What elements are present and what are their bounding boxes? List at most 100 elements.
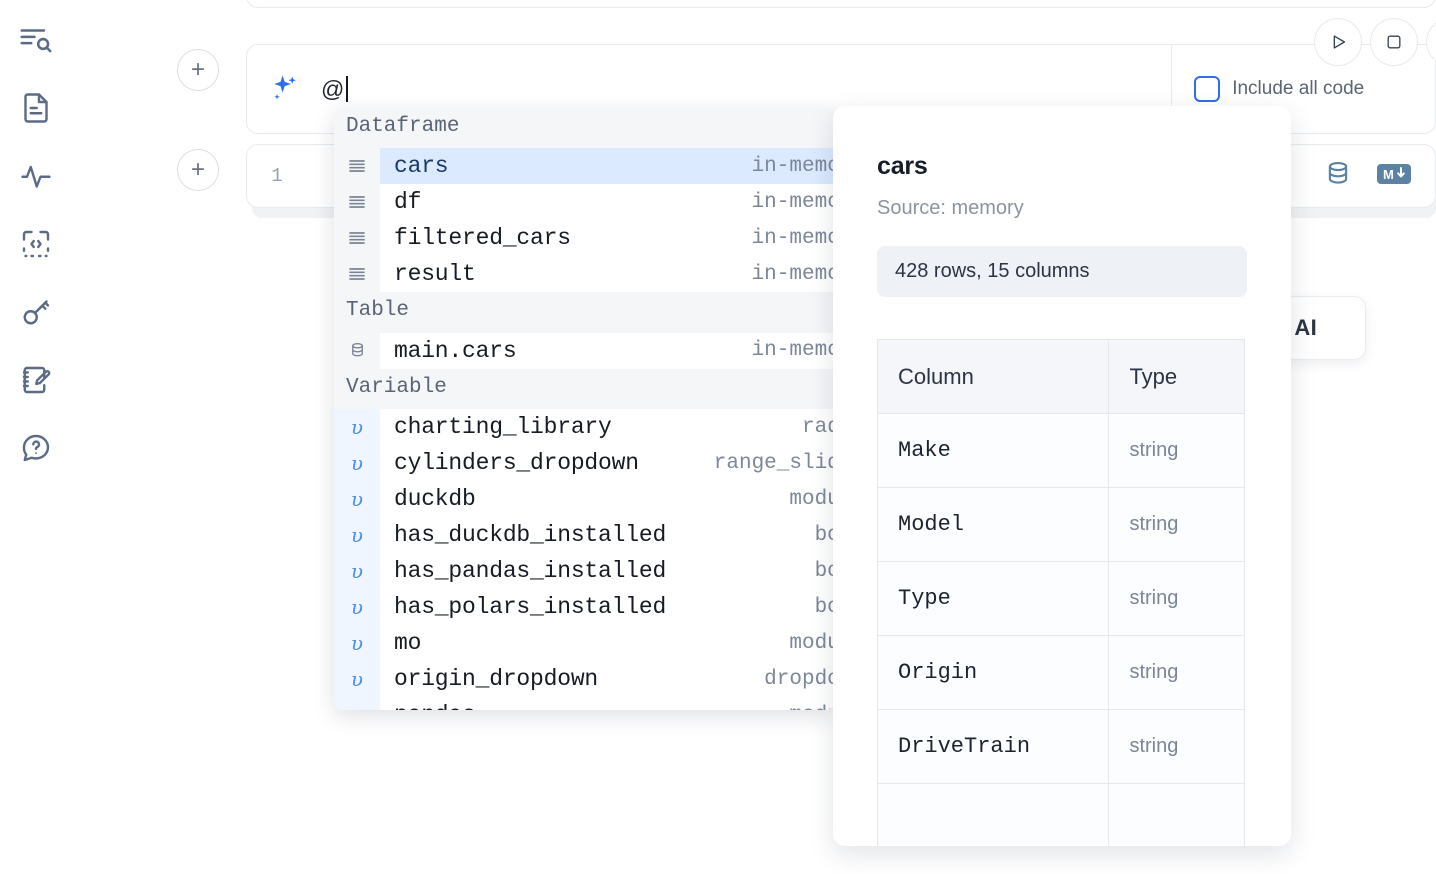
table-row [876,783,1245,846]
autocomplete-item-type: in-memory [751,190,834,214]
embed-code-icon[interactable] [14,222,58,266]
autocomplete-item-type: bool [814,595,834,619]
variable-upsilon-icon: υ [334,589,380,626]
autocomplete-item-type: in-memory [751,262,834,286]
autocomplete-dropdown[interactable]: Dataframecarsin-memorydfin-memoryfiltere… [334,108,834,710]
schema-column-name: Type [876,561,1110,636]
autocomplete-item-body: pandasmodule [380,697,834,710]
autocomplete-item-name: result [394,261,476,288]
schema-column-name: Model [876,487,1110,562]
help-chat-icon[interactable] [14,426,58,470]
autocomplete-item-name: df [394,189,422,216]
autocomplete-item[interactable]: df in-memory [334,184,834,221]
autocomplete-item-body: result in-memory [380,256,834,292]
variable-upsilon-icon: υ [334,409,380,446]
ai-prompt-right: Include all code [1171,45,1435,133]
autocomplete-item-type: in-memory [751,339,834,363]
autocomplete-item[interactable]: υ has_polars_installed bool [334,589,834,626]
autocomplete-item-name: charting_library [394,414,612,441]
schema-column-type: string [1108,487,1245,562]
text-caret [345,76,348,102]
key-icon[interactable] [14,290,58,334]
schema-column-name: Make [876,413,1110,488]
autocomplete-item-body: duckdbmodule [380,481,834,517]
line-number: 1 [271,165,283,187]
file-document-icon[interactable] [14,86,58,130]
sparkles-icon [265,70,303,108]
autocomplete-item-name: cars [380,148,752,185]
autocomplete-item-type: bool [814,523,834,547]
variable-upsilon-icon: υ [334,517,380,554]
autocomplete-item[interactable]: υpandasmodule [334,697,834,710]
autocomplete-item-name: mo [394,630,422,657]
variable-upsilon-icon: υ [334,553,380,590]
completion-detail-panel: cars Source: memory 428 rows, 15 columns… [833,106,1291,846]
schema-column-type: string [1108,635,1245,710]
autocomplete-item-type: in-memory [751,148,834,185]
variable-upsilon-icon: υ [334,481,380,518]
autocomplete-item-body: cylinders_dropdown range_slider [380,445,834,481]
schema-column-header: Column [876,339,1110,414]
autocomplete-item-type: range_slider [713,451,834,475]
autocomplete-item-type: radio [801,415,834,439]
stop-button[interactable] [1370,18,1418,66]
outline-search-icon[interactable] [14,18,58,62]
autocomplete-item-type: module [789,697,834,710]
autocomplete-item[interactable]: result in-memory [334,256,834,293]
autocomplete-item-name: filtered_cars [394,225,571,252]
autocomplete-item-name: origin_dropdown [394,666,599,693]
autocomplete-item-name: has_duckdb_installed [394,522,667,549]
autocomplete-item-name: cylinders_dropdown [394,450,639,477]
autocomplete-item-body: df in-memory [380,184,834,220]
run-button[interactable] [1314,18,1362,66]
ai-prompt-input[interactable]: @ [321,65,1171,113]
autocomplete-item[interactable]: υmomodule [334,625,834,662]
autocomplete-item[interactable]: υ has_duckdb_installed bool [334,517,834,554]
add-cell-button-top[interactable]: + [177,49,219,91]
autocomplete-item-body: has_pandas_installedbool [380,553,834,589]
svg-text:M: M [1383,167,1394,182]
detail-source: Source: memory [877,197,1024,219]
schema-column-type: string [1108,709,1245,784]
detail-title: cars [877,152,928,180]
schema-column-name: DriveTrain [876,709,1110,784]
cell-action-icons: M [1323,159,1435,194]
database-icon[interactable] [1323,159,1353,194]
activity-pulse-icon[interactable] [14,154,58,198]
database-icon [334,332,380,369]
markdown-icon[interactable]: M [1377,162,1411,191]
checkbox-icon[interactable] [1194,76,1221,102]
autocomplete-item-type: module [789,631,834,655]
autocomplete-item-name: has_polars_installed [394,594,667,621]
dataframe-rows-icon [334,184,380,221]
plus-icon: + [190,156,205,183]
add-cell-button-bottom[interactable]: + [177,149,219,191]
scratchpad-edit-icon[interactable] [14,358,58,402]
schema-column-type [1108,783,1245,846]
left-icon-rail [0,0,72,874]
schema-column-type: string [1108,413,1245,488]
variable-upsilon-icon: υ [334,697,380,710]
autocomplete-item[interactable]: υduckdbmodule [334,481,834,518]
autocomplete-item-name: has_pandas_installed [394,558,667,585]
schema-column-name: Origin [876,635,1110,710]
include-all-code-toggle[interactable]: Include all code [1194,76,1364,102]
autocomplete-item-body: charting_library radio [380,409,834,445]
autocomplete-group-header: Dataframe [334,108,834,149]
ai-prompt-left: @ [247,45,1171,133]
autocomplete-item[interactable]: υ charting_library radio [334,409,834,446]
